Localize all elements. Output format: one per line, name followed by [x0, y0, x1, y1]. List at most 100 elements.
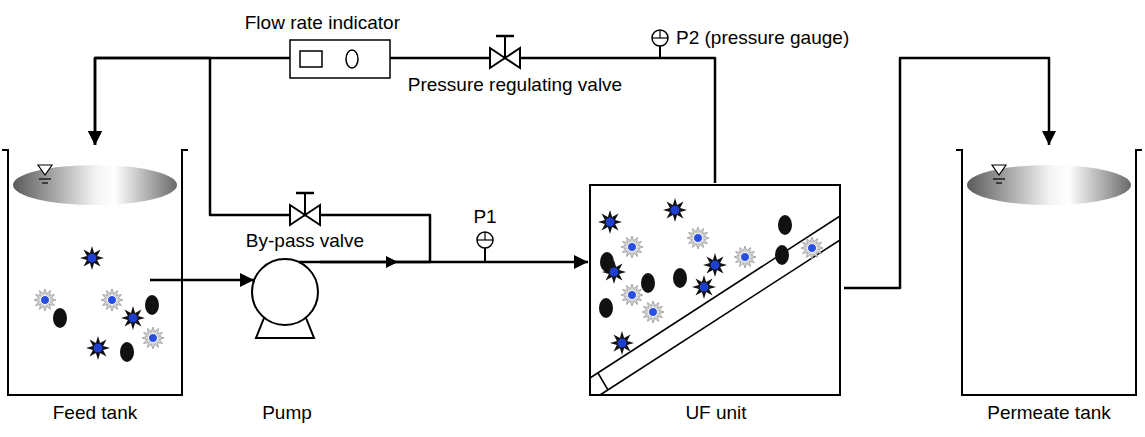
particle-ellipse: [673, 268, 687, 288]
particle-core: [628, 243, 637, 252]
pipe-connector: [95, 58, 205, 145]
particle-core: [610, 268, 619, 277]
tank-wall: [956, 150, 1142, 395]
particle-star: [121, 306, 145, 330]
node-drawing: [588, 183, 844, 430]
pipe-connector: [185, 279, 254, 282]
water-surface: [13, 165, 177, 205]
node-label: Permeate tank: [959, 402, 1139, 424]
feed-tank: Feed tank: [5, 145, 185, 430]
node-drawing: [959, 145, 1139, 430]
node-label: Pressure regulating valve: [400, 74, 630, 96]
pipe: [205, 57, 290, 60]
node-label: P2 (pressure gauge): [650, 27, 890, 49]
particle-core: [671, 206, 680, 215]
valve-stem: [304, 193, 306, 215]
membrane: [600, 240, 840, 395]
water-surface: [967, 165, 1131, 205]
membrane: [590, 216, 840, 378]
particle-core: [628, 291, 637, 300]
particle-core: [129, 314, 138, 323]
level-line: [993, 178, 1005, 179]
particle-star: [598, 210, 622, 234]
particle-core: [88, 254, 97, 263]
particle-core: [606, 218, 615, 227]
particle-star: [610, 331, 634, 355]
level-line: [39, 178, 51, 179]
particle-star: [663, 198, 687, 222]
flow-rate-indicator: Flow rate indicator: [205, 8, 400, 83]
pipe-connector: [630, 58, 715, 183]
indicator-dial: [346, 50, 358, 68]
particle-burst: [734, 246, 756, 268]
particle-burst: [621, 236, 643, 258]
particle-core: [618, 339, 627, 348]
node-label: P1: [470, 206, 500, 228]
node-label: Pump: [254, 402, 320, 424]
gauge-symbol: [477, 232, 493, 248]
node-label: Flow rate indicator: [205, 12, 400, 34]
level-line: [42, 182, 48, 183]
particle-ellipse: [599, 298, 613, 318]
gauge-mark: [484, 232, 485, 240]
particle-burst: [687, 227, 709, 249]
node-label: UF unit: [588, 402, 844, 424]
gauge-stub: [484, 248, 486, 262]
valve-stem: [504, 36, 506, 58]
pressure-gauge: P1: [470, 206, 500, 252]
particle-burst: [642, 301, 664, 323]
particle-core: [41, 296, 50, 305]
bypass-valve: By-pass valve: [240, 190, 370, 252]
particle-ellipse: [775, 245, 789, 265]
particle-core: [108, 296, 117, 305]
uf-housing: [590, 185, 840, 395]
particle-burst: [34, 289, 56, 311]
node-drawing: [5, 145, 185, 430]
valve-handle: [296, 192, 314, 195]
particle-core: [149, 334, 158, 343]
pump-casing: [252, 259, 318, 325]
particle-ellipse: [145, 295, 159, 315]
particle-star: [703, 253, 727, 277]
pressure-gauge: P2 (pressure gauge): [650, 26, 890, 52]
particle-core: [808, 244, 817, 253]
pipe: [299, 261, 320, 264]
pipe: [390, 57, 400, 60]
particle-core: [741, 253, 750, 262]
indicator-display: [300, 51, 322, 67]
particle-ellipse: [53, 308, 67, 328]
particle-star: [602, 260, 626, 284]
gauge-stub: [659, 46, 661, 58]
particle-star: [80, 246, 104, 270]
particle-ellipse: [641, 273, 655, 293]
level-line: [996, 182, 1002, 183]
particle-burst: [142, 327, 164, 349]
pressure-regulating-valve: Pressure regulating valve: [400, 30, 630, 100]
particle-burst: [621, 284, 643, 306]
particle-burst: [801, 237, 823, 259]
gauge-mark: [659, 30, 660, 38]
particle-core: [694, 234, 703, 243]
particle-core: [700, 283, 709, 292]
level-symbol: [38, 165, 52, 175]
node-label: Feed tank: [5, 402, 185, 424]
indicator-box: [290, 40, 390, 78]
particle-core: [711, 261, 720, 270]
pipe: [150, 279, 185, 282]
node-label: By-pass valve: [240, 230, 370, 252]
membrane-end: [598, 373, 608, 390]
particle-star: [86, 336, 110, 360]
valve-symbol: [490, 48, 520, 68]
uf-unit: UF unit: [588, 183, 844, 430]
tank-wall: [2, 150, 188, 395]
particle-core: [94, 344, 103, 353]
valve-handle: [496, 35, 514, 38]
connector-group: [95, 58, 1049, 288]
particle-star: [692, 275, 716, 299]
level-symbol: [992, 165, 1006, 175]
valve-symbol: [290, 205, 320, 225]
permeate-tank: Permeate tank: [959, 145, 1139, 430]
particle-ellipse: [778, 215, 792, 235]
particle-ellipse: [120, 342, 134, 362]
